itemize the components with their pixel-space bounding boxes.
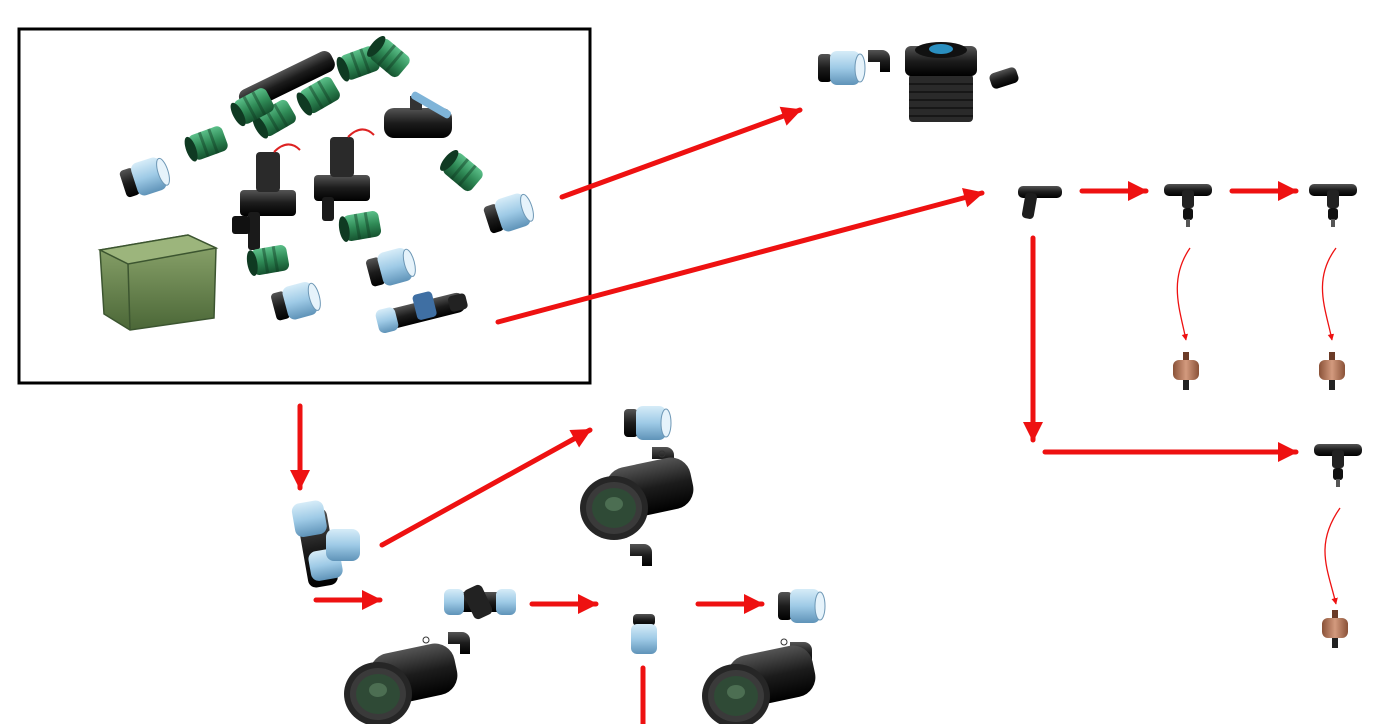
pe-coupling xyxy=(817,50,866,86)
green-manifold xyxy=(227,51,343,141)
valve-box xyxy=(97,234,219,331)
pe-coupling xyxy=(623,405,672,441)
end-plug xyxy=(989,67,1019,89)
green-elbow xyxy=(333,33,413,84)
end-coupling xyxy=(631,614,657,654)
pop-up-rotor xyxy=(579,450,698,541)
pe-tee xyxy=(444,584,516,620)
pe-coupling xyxy=(363,244,420,291)
pressure-compensating-dripper xyxy=(1322,610,1348,648)
arrow-to-rotor-top xyxy=(379,427,593,548)
pe-coupling xyxy=(777,588,826,624)
rotor-branch-group xyxy=(291,405,826,724)
pressure-compensating-dripper xyxy=(1173,352,1199,390)
tee-fitting xyxy=(1018,186,1062,219)
pop-up-rotor xyxy=(343,636,462,724)
pressure-compensating-dripper xyxy=(1319,352,1345,390)
solenoid-valve xyxy=(314,128,375,221)
spray-head-group xyxy=(817,42,1019,122)
arrow-to-spray-head xyxy=(559,106,803,200)
arrow-to-dripper-3 xyxy=(1324,507,1341,605)
pe-coupling xyxy=(268,278,325,325)
main-assembly-group xyxy=(17,27,592,385)
arrows xyxy=(290,106,1299,724)
tee-fitting xyxy=(1314,444,1362,487)
green-coupling xyxy=(437,147,486,194)
pop-up-rotor xyxy=(701,638,820,724)
elbow-fitting xyxy=(868,50,890,72)
pe-coupling xyxy=(481,189,538,238)
green-coupling xyxy=(181,124,230,164)
arrow-to-drip-tee xyxy=(495,187,985,325)
drip-branch-group xyxy=(1018,184,1362,648)
solenoid-valve xyxy=(232,143,301,250)
green-coupling xyxy=(337,210,382,243)
elbow-fitting xyxy=(630,544,652,566)
tee-fitting xyxy=(1309,184,1357,227)
ball-valve xyxy=(384,91,452,138)
pe-tee xyxy=(291,500,360,588)
arrow-to-dripper-2 xyxy=(1321,247,1337,341)
spray-head xyxy=(905,42,977,122)
tee-fitting xyxy=(1164,184,1212,227)
assembly-frame xyxy=(17,27,592,385)
disc-filter xyxy=(375,291,468,334)
arrow-to-dripper-1 xyxy=(1176,247,1191,341)
elbow-fitting xyxy=(448,632,470,654)
thin-arrows xyxy=(1176,247,1341,605)
pe-coupling xyxy=(117,153,174,202)
